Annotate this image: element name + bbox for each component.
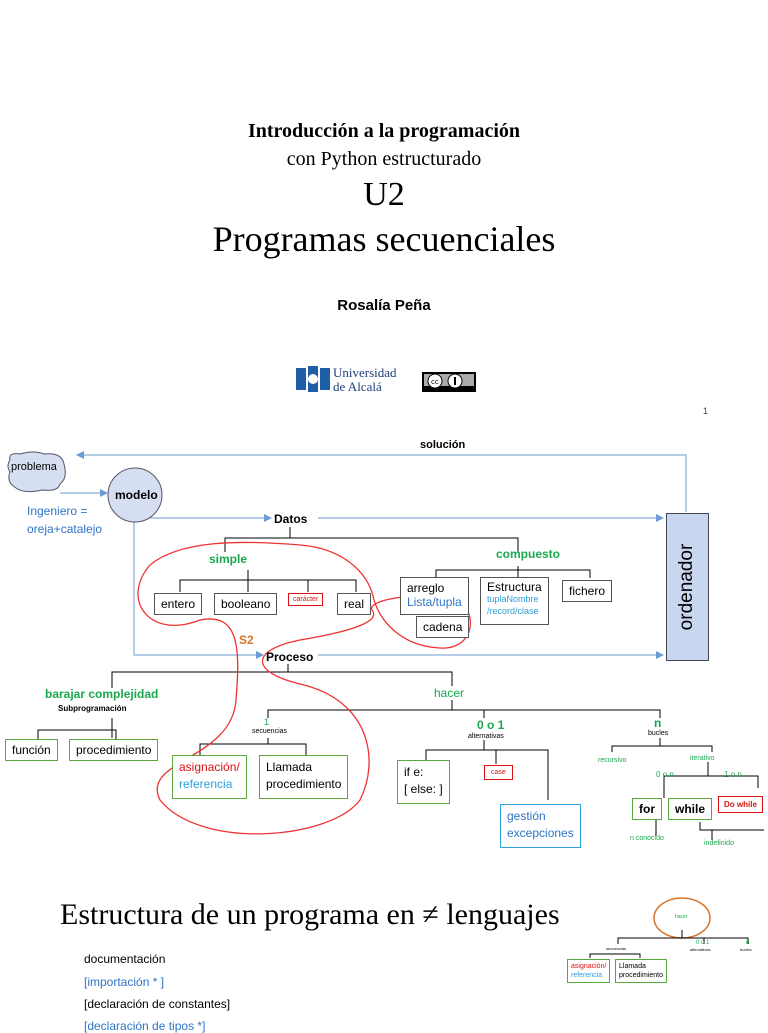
doc-line-1: documentación (84, 952, 166, 966)
mini-alternativas-label: alternativas (690, 947, 711, 952)
barajar-label: barajar complejidad (45, 687, 159, 701)
recursivo-label: recursivo (598, 757, 627, 764)
doc-line-4: [declaración de tipos *] (84, 1019, 206, 1033)
secuencias-label: secuencias (252, 728, 288, 735)
booleano-box: booleano (214, 593, 278, 615)
caracter-box: carácter (288, 593, 324, 606)
alternativas-count: 0 o 1 (477, 718, 505, 732)
solucion-label: solución (420, 439, 466, 451)
entero-box: entero (154, 593, 203, 615)
bucles-label: bucles (648, 730, 669, 737)
ordenador-label: ordenador (676, 543, 697, 631)
estructura-label: Estructura (487, 580, 542, 594)
if-label: if e: (404, 765, 424, 779)
mini-secuencias-label: secuencias (606, 946, 627, 951)
bottom-slide-title: Estructura de un programa en ≠ lenguajes (60, 898, 560, 931)
arreglo-label: arreglo (407, 581, 445, 595)
arreglo-box: arreglo Lista/tupla (400, 577, 469, 615)
gestion-box: gestión excepciones (500, 804, 581, 848)
problema-cloud (7, 451, 66, 493)
proceso-label: Proceso (266, 650, 314, 664)
else-label: [ else: ] (404, 782, 443, 796)
datos-label: Datos (274, 512, 308, 526)
unit-label: U2 (363, 176, 405, 213)
university-name: Universidad de Alcalá (333, 366, 397, 394)
iterativo-label: iterativo (690, 755, 715, 762)
mini-n-label: n (746, 940, 750, 946)
llamada-box: Llamada procedimiento (259, 755, 349, 799)
slide-title: Introducción a la programación (247, 120, 521, 142)
topic-title: Programas secuenciales (212, 219, 556, 259)
mini-referencia-label: referencia (571, 972, 603, 979)
simple-label: simple (209, 552, 248, 566)
tupla-nombre-label: tuplaNombre (487, 594, 539, 604)
modelo-circle (107, 467, 163, 523)
gestion-label: gestión (507, 809, 546, 823)
problema-label: problema (11, 461, 57, 473)
referencia-label: referencia (179, 777, 233, 791)
real-box: real (337, 593, 372, 615)
hacer-label: hacer (434, 686, 465, 700)
case-box: case (484, 765, 513, 780)
cero-o-n-label: 0 o n (656, 770, 674, 779)
do-while-box: Do while (718, 796, 763, 813)
doc-line-3: [declaración de constantes] (84, 997, 231, 1011)
doc-line-2: [importación * ] (84, 975, 165, 989)
indefinido-label: indefinido (704, 840, 734, 847)
for-box: for (632, 798, 662, 820)
secuencias-count: 1 (264, 717, 270, 727)
asignacion-box: asignación/ referencia (172, 755, 247, 799)
estructura-box: Estructura tuplaNombre /record/clase (480, 577, 549, 625)
s2-label: S2 (239, 633, 254, 647)
cadena-box: cadena (416, 616, 470, 638)
mini-llamada-box: Llamada procedimiento (615, 959, 667, 983)
lista-tupla-label: Lista/tupla (407, 595, 462, 609)
record-clase-label: /record/clase (487, 606, 539, 616)
compuesto-label: compuesto (496, 547, 561, 561)
asignacion-label: asignación/ (179, 760, 240, 774)
uno-o-n-label: 1 o n (724, 770, 742, 779)
university-logo-icon (296, 366, 330, 392)
cc-license-icon: cc (422, 372, 476, 392)
fichero-box: fichero (562, 580, 613, 602)
logo-line-2: de Alcalá (333, 379, 382, 394)
funcion-box: función (5, 739, 58, 761)
if-else-box: if e: [ else: ] (397, 760, 450, 804)
mini-bucles-label: bucles (740, 947, 752, 952)
alternativas-label: alternativas (468, 733, 504, 740)
modelo-label: modelo (115, 488, 158, 502)
subprogramacion-label: Subprogramación (58, 704, 127, 713)
mini-asignacion-label: asignación/ (571, 963, 607, 970)
mini-hacer-label: hacer (675, 914, 688, 920)
llamada-proc-label: procedimiento (266, 777, 342, 791)
logo-line-1: Universidad (333, 365, 397, 380)
llamada-label: Llamada (266, 760, 313, 774)
ordenador-box: ordenador (666, 513, 709, 661)
slide-subtitle: con Python estructurado (286, 148, 482, 170)
ingeniero-label-1: Ingeniero = (27, 504, 88, 518)
while-box: while (668, 798, 713, 820)
procedimiento-box: procedimiento (69, 739, 159, 761)
mini-cero-o-uno-label: 0 o 1 (696, 940, 710, 946)
mini-llamada-proc-label: procedimiento (619, 972, 663, 979)
svg-text:cc: cc (431, 378, 439, 386)
excepciones-label: excepciones (507, 826, 574, 840)
mini-asignacion-box: asignación/ referencia (567, 959, 611, 983)
bucles-count: n (654, 716, 662, 730)
page-number: 1 (703, 406, 709, 416)
ingeniero-label-2: oreja+catalejo (27, 522, 103, 536)
author-name: Rosalía Peña (337, 297, 431, 314)
mini-llamada-label: Llamada (619, 963, 646, 970)
n-conocido-label: n conocido (630, 835, 664, 842)
